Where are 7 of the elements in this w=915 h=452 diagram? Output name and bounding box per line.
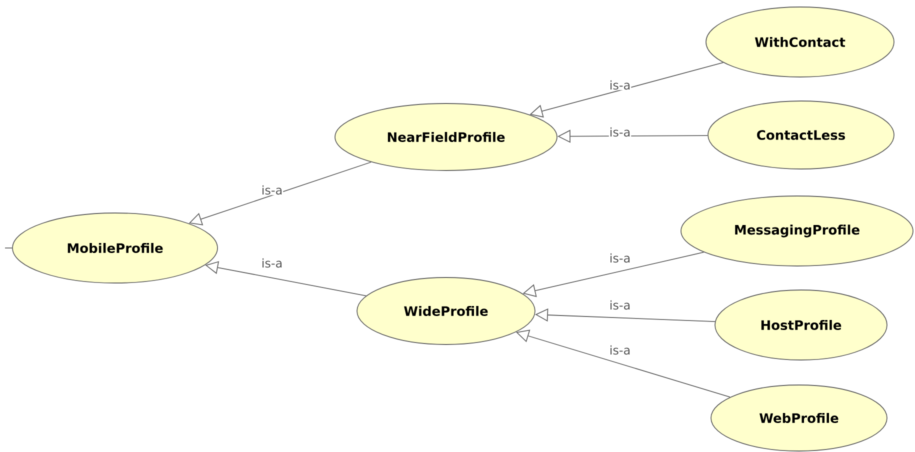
edge-label: is-a [608,252,632,264]
edge-label: is-a [608,126,632,138]
edge-label: is-a [608,80,632,90]
edge-label: is-a [608,344,632,356]
edge-label: is-a [260,258,284,268]
edge-label: is-a [608,300,632,310]
edge-label: is-a [260,184,284,196]
